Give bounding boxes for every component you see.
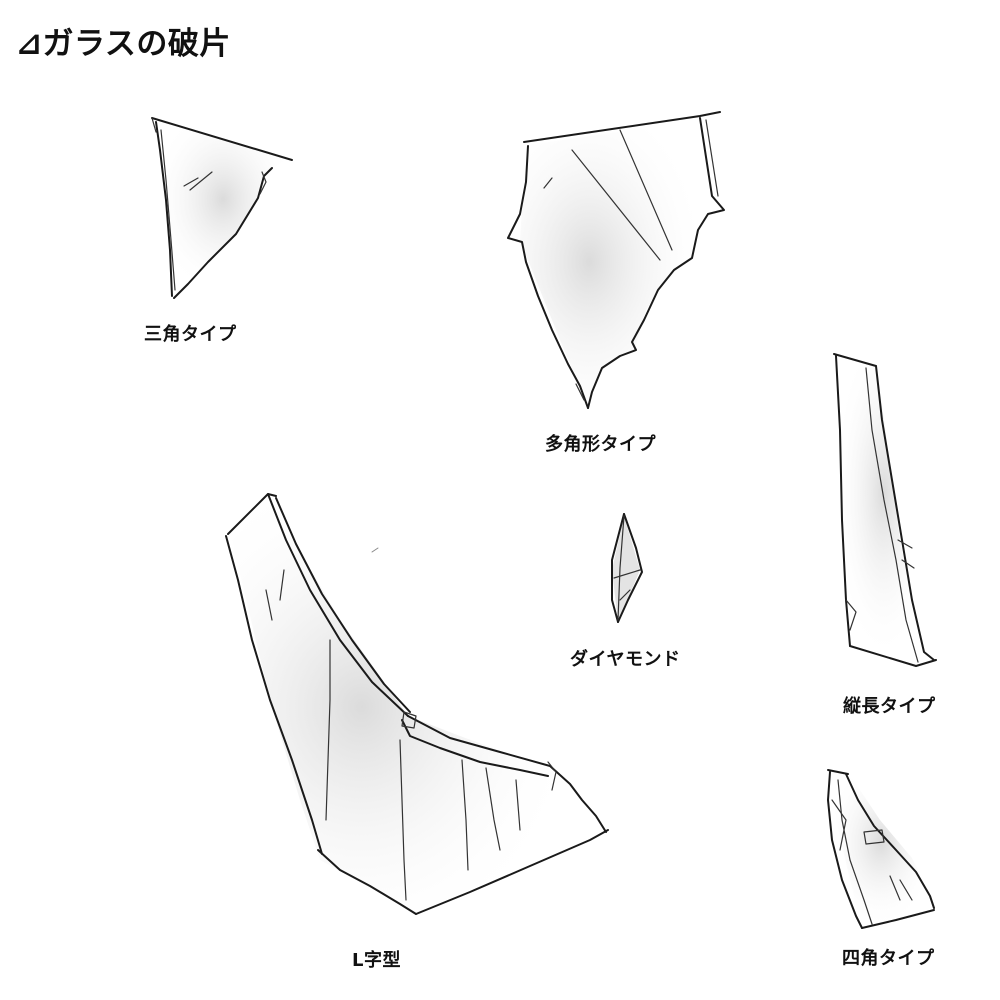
l-shape-shard [225, 493, 609, 915]
diamond-shard [611, 513, 643, 623]
polygon-shard [507, 111, 725, 409]
label-polygon-type: 多角形タイプ [545, 434, 656, 455]
vertical-shard [833, 353, 937, 667]
label-vertical-type: 縦長タイプ [843, 696, 936, 717]
page-title: ⊿ガラスの破片 [16, 26, 231, 62]
label-diamond: ダイヤモンド [570, 649, 681, 670]
triangle-shard [151, 117, 293, 299]
label-triangle-type: 三角タイプ [144, 324, 237, 345]
square-shard [827, 769, 935, 929]
label-square-type: 四角タイプ [842, 948, 935, 969]
label-l-shape: L字型 [352, 950, 401, 971]
